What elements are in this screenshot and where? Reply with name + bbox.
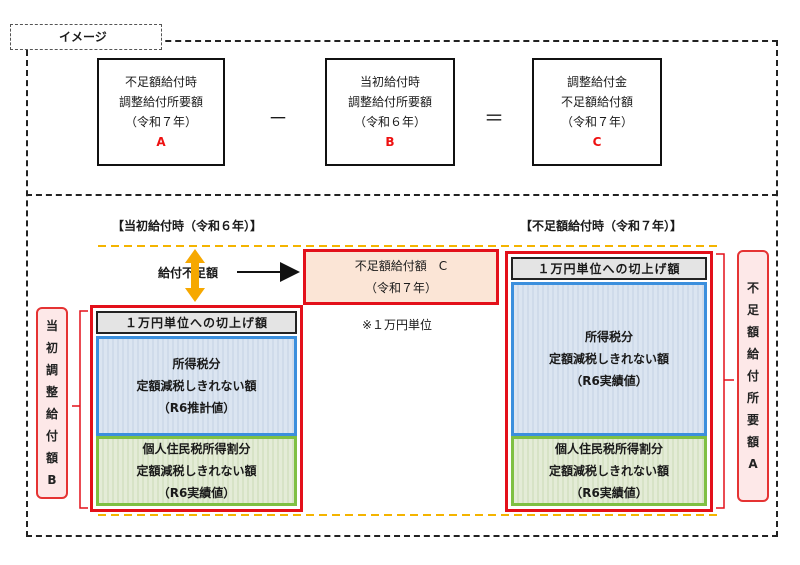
right-resident-line-1: 個人住民税所得割分 <box>554 442 663 456</box>
right-vlabel-char: 額 <box>746 435 759 449</box>
right-vlabel-char: 足 <box>746 303 759 317</box>
right-income-line-3: （R6実績値） <box>570 374 648 388</box>
formula-b-line-3: （令和６年） <box>353 115 426 129</box>
left-vlabel-char: 付 <box>45 429 58 443</box>
formula-b-letter: B <box>385 135 395 149</box>
formula-c-line-2: 不足額給付額 <box>560 95 633 109</box>
right-roundup-box: １万円単位への切上げ額 <box>511 257 707 280</box>
left-resident-line-3: （R6実績値） <box>157 486 236 500</box>
left-resident-line-2: 定額減税しきれない額 <box>136 464 257 478</box>
image-tag: イメージ <box>10 24 162 50</box>
right-vlabel-char: 給 <box>746 347 759 361</box>
section-divider <box>26 194 778 196</box>
left-vlabel-char: 初 <box>45 341 58 355</box>
formula-box-b: 当初給付時 調整給付所要額 （令和６年） B <box>325 58 455 166</box>
shortfall-amount-box: 不足額給付額 C （令和７年） <box>303 249 499 305</box>
right-resident-line-3: （R6実績値） <box>570 486 648 500</box>
diagram-frame <box>26 40 778 537</box>
equals-sign: ＝ <box>484 106 504 130</box>
formula-a-line-2: 調整給付所要額 <box>118 95 203 109</box>
formula-a-line-1: 不足額給付時 <box>124 75 197 89</box>
formula-c-line-3: （令和７年） <box>560 115 633 129</box>
right-vertical-label: 不 足 額 給 付 所 要 額 A <box>737 250 769 502</box>
right-resident-line-2: 定額減税しきれない額 <box>548 464 669 478</box>
right-vlabel-char: 不 <box>746 281 759 295</box>
right-income-line-2: 定額減税しきれない額 <box>548 352 669 366</box>
formula-a-letter: A <box>156 135 166 149</box>
left-income-line-1: 所得税分 <box>172 357 221 371</box>
shortfall-label: 給付不足額 <box>158 266 219 280</box>
minus-sign: － <box>268 106 288 130</box>
right-vlabel-char: 額 <box>746 325 759 339</box>
right-vlabel-char: 付 <box>746 369 759 383</box>
left-resident-line-1: 個人住民税所得割分 <box>142 442 251 456</box>
left-resident-tax-box: 個人住民税所得割分 定額減税しきれない額 （R6実績値） <box>96 436 297 506</box>
formula-box-c: 調整給付金 不足額給付額 （令和７年） C <box>532 58 662 166</box>
right-vlabel-char: A <box>748 457 758 471</box>
right-vlabel-char: 要 <box>746 413 759 427</box>
left-stack-frame <box>90 305 303 512</box>
formula-c-line-1: 調整給付金 <box>566 75 627 89</box>
left-vlabel-char: 給 <box>45 407 58 421</box>
left-vlabel-char: 当 <box>45 319 58 333</box>
left-vlabel-char: 整 <box>45 385 58 399</box>
formula-b-line-2: 調整給付所要額 <box>347 95 432 109</box>
formula-b-line-1: 当初給付時 <box>359 75 420 89</box>
left-income-line-3: （R6推計値） <box>157 401 236 415</box>
formula-box-a: 不足額給付時 調整給付所要額 （令和７年） A <box>97 58 225 166</box>
left-income-line-2: 定額減税しきれない額 <box>136 379 257 393</box>
right-income-tax-box: 所得税分 定額減税しきれない額 （R6実績値） <box>511 282 707 436</box>
left-income-tax-box: 所得税分 定額減税しきれない額 （R6推計値） <box>96 336 297 436</box>
left-roundup-box: １万円単位への切上げ額 <box>96 311 297 334</box>
right-income-line-1: 所得税分 <box>584 330 633 344</box>
left-vlabel-char: B <box>47 473 57 487</box>
right-vlabel-char: 所 <box>746 391 759 405</box>
right-section-title: 【不足額給付時（令和７年）】 <box>520 219 683 233</box>
right-resident-tax-box: 個人住民税所得割分 定額減税しきれない額 （R6実績値） <box>511 436 707 506</box>
unit-note: ※１万円単位 <box>362 318 433 332</box>
right-stack-frame <box>505 251 713 512</box>
left-vertical-label: 当 初 調 整 給 付 額 B <box>36 307 68 499</box>
left-vlabel-char: 調 <box>45 363 58 377</box>
shortfall-box-line-2: （令和７年） <box>364 281 437 295</box>
left-section-title: 【当初給付時（令和６年）】 <box>112 219 263 233</box>
formula-c-letter: C <box>592 135 602 149</box>
left-vlabel-char: 額 <box>45 451 58 465</box>
formula-a-line-3: （令和７年） <box>124 115 197 129</box>
shortfall-box-line-1: 不足額給付額 C <box>354 259 448 273</box>
